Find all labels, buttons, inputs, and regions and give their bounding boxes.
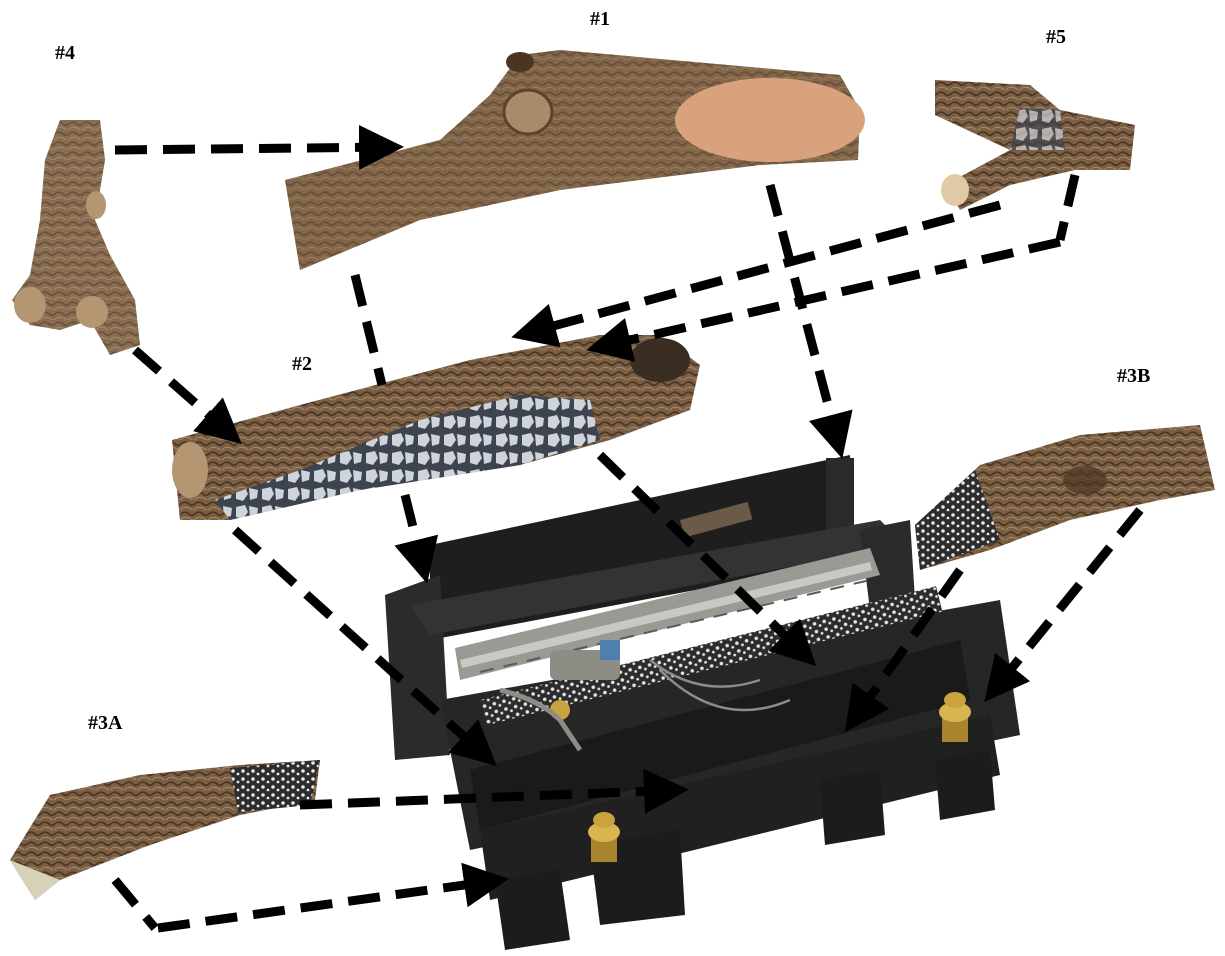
log-2-cut-end (172, 442, 208, 498)
log-4-knot-a (14, 287, 46, 323)
arrow-log1-to-grate-left (355, 275, 382, 385)
label-log-3b: #3B (1117, 365, 1150, 388)
grate-leg-right (820, 770, 885, 845)
arrow-log3a-to-front-plate-b (158, 880, 500, 928)
arrow-log2-to-grate-back (405, 495, 425, 575)
grate-leg-front-left (495, 870, 570, 950)
log-3b (915, 425, 1215, 570)
log-3a (10, 760, 320, 900)
log-2 (172, 335, 700, 520)
log-1-knot (504, 90, 552, 134)
label-log-2: #2 (292, 353, 312, 376)
label-log-1: #1 (590, 8, 610, 31)
log-5 (935, 80, 1135, 210)
label-log-3a: #3A (88, 712, 122, 735)
log-1-cut-end (675, 78, 865, 162)
arrow-log1-to-grate-right (770, 185, 840, 450)
log-4 (12, 120, 140, 355)
arrow-log5-to-log2-b (1060, 175, 1075, 240)
arrow-log3a-to-front-plate (115, 880, 155, 928)
log-1 (285, 50, 865, 270)
arrow-log4-to-log1 (115, 147, 395, 150)
arrow-log5-to-log2-a (520, 205, 1000, 335)
arrow-log4-to-log2 (135, 350, 235, 438)
log-2-hollow (630, 338, 690, 382)
label-log-4: #4 (55, 42, 75, 65)
label-log-5: #5 (1046, 26, 1066, 49)
grate-leg-right-rear (935, 750, 995, 820)
log-4-knot-b (76, 296, 108, 328)
